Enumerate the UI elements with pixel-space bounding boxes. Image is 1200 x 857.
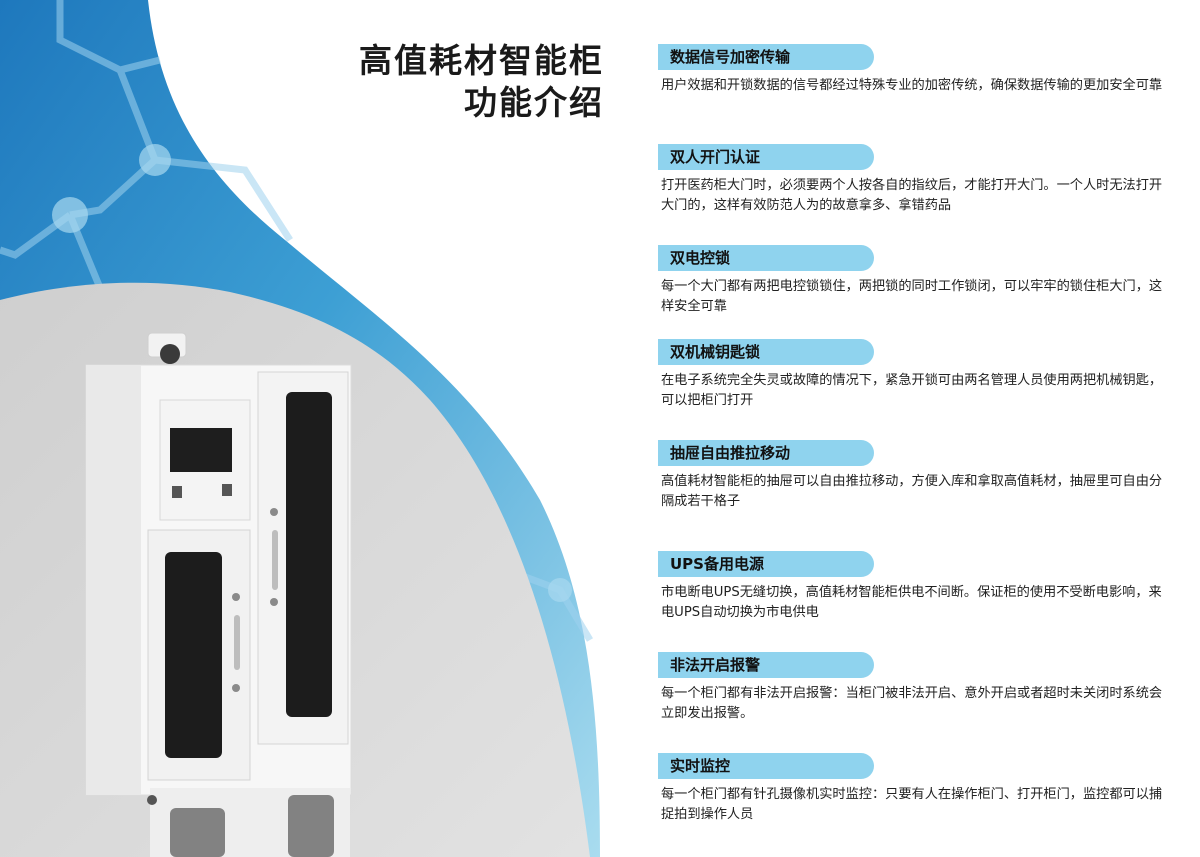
feature-drawer-sliding: 抽屉自由推拉移动 高值耗材智能柜的抽屉可以自由推拉移动，方便入库和拿取高值耗材，… xyxy=(658,440,1163,512)
feature-description: 每一个柜门都有针孔摄像机实时监控：只要有人在操作柜门、打开柜门，监控都可以捕捉拍… xyxy=(661,787,1163,822)
feature-description: 市电断电UPS无缝切换，高值耗材智能柜供电不间断。保证柜的使用不受断电影响，来电… xyxy=(661,585,1162,620)
feature-realtime-monitoring: 实时监控 每一个柜门都有针孔摄像机实时监控：只要有人在操作柜门、打开柜门，监控都… xyxy=(658,753,1163,825)
feature-heading: 双机械钥匙锁 xyxy=(658,339,874,365)
feature-heading: 双人开门认证 xyxy=(658,144,874,170)
feature-description: 高值耗材智能柜的抽屉可以自由推拉移动，方便入库和拿取高值耗材，抽屉里可自由分隔成… xyxy=(661,474,1163,509)
feature-dual-electric-lock: 双电控锁 每一个大门都有两把电控锁锁住，两把锁的同时工作锁闭，可以牢牢的锁住柜大… xyxy=(658,245,1163,317)
page-title: 高值耗材智能柜 功能介绍 xyxy=(300,40,604,124)
title-line-2: 功能介绍 xyxy=(464,83,604,122)
feature-ups-power: UPS备用电源 市电断电UPS无缝切换，高值耗材智能柜供电不间断。保证柜的使用不… xyxy=(658,551,1163,623)
feature-heading: 非法开启报警 xyxy=(658,652,874,678)
feature-dual-authentication: 双人开门认证 打开医药柜大门时，必须要两个人按各自的指纹后，才能打开大门。一个人… xyxy=(658,144,1163,216)
title-line-1: 高值耗材智能柜 xyxy=(359,41,604,80)
feature-heading: UPS备用电源 xyxy=(658,551,874,577)
cabinet-image xyxy=(85,332,352,857)
feature-illegal-open-alarm: 非法开启报警 每一个柜门都有非法开启报警：当柜门被非法开启、意外开启或者超时未关… xyxy=(658,652,1163,724)
feature-dual-mechanical-key: 双机械钥匙锁 在电子系统完全失灵或故障的情况下，紧急开锁可由两名管理人员使用两把… xyxy=(658,339,1163,411)
feature-description: 每一个大门都有两把电控锁锁住，两把锁的同时工作锁闭，可以牢牢的锁住柜大门，这样安… xyxy=(661,279,1163,314)
feature-description: 在电子系统完全失灵或故障的情况下，紧急开锁可由两名管理人员使用两把机械钥匙，可以… xyxy=(661,373,1163,408)
feature-heading: 实时监控 xyxy=(658,753,874,779)
feature-heading: 抽屉自由推拉移动 xyxy=(658,440,874,466)
feature-heading: 双电控锁 xyxy=(658,245,874,271)
feature-description: 每一个柜门都有非法开启报警：当柜门被非法开启、意外开启或者超时未关闭时系统会立即… xyxy=(661,686,1163,721)
feature-description: 用户效据和开锁数据的信号都经过特殊专业的加密传统，确保数据传输的更加安全可靠 xyxy=(661,78,1163,93)
feature-heading: 数据信号加密传输 xyxy=(658,44,874,70)
feature-encrypted-transmission: 数据信号加密传输 用户效据和开锁数据的信号都经过特殊专业的加密传统，确保数据传输… xyxy=(658,44,1163,96)
feature-description: 打开医药柜大门时，必须要两个人按各自的指纹后，才能打开大门。一个人时无法打开大门… xyxy=(661,178,1163,213)
